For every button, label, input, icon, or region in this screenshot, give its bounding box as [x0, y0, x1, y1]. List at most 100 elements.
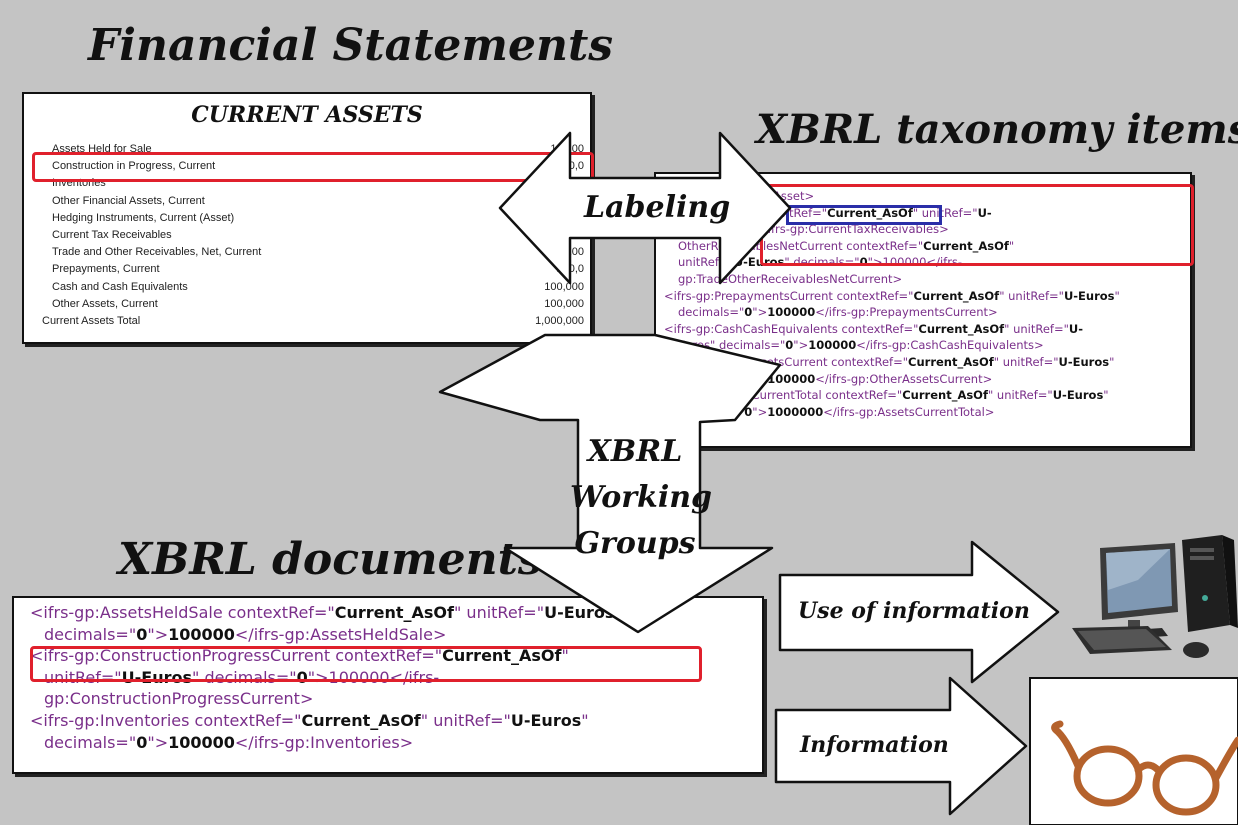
- code-value: Current_AsOf: [918, 321, 1005, 336]
- construction-row-highlight: [32, 152, 594, 182]
- financial-statements-title: Financial Statements: [88, 20, 614, 71]
- code-markup: <ifrs-gp:ConstructionProgressCurrent con…: [30, 646, 443, 666]
- code-markup: gp:TradeOtherReceivablesNetCurrent>: [678, 271, 903, 286]
- use-of-information-label: Use of information: [798, 598, 1030, 624]
- labeling-label: Labeling: [584, 190, 731, 225]
- code-markup: ">: [793, 338, 809, 353]
- taxonomy-code-line: gp:TradeOtherReceivablesNetCurrent>: [664, 271, 1120, 288]
- code-value: Current_AsOf: [827, 205, 913, 220]
- row-label: Hedging Instruments, Current (Asset): [52, 211, 235, 224]
- code-markup: <ifrs-gp:CashCashEquivalents contextRef=…: [664, 321, 919, 336]
- current-assets-total-row: Current Assets Total 1,000,000: [24, 314, 590, 331]
- xbrl-documents-title: XBRL documents: [118, 534, 543, 585]
- document-code-line: unitRef="U-Euros" decimals="0">100000</i…: [30, 667, 622, 689]
- working-groups-label-line1: XBRL: [587, 434, 683, 469]
- taxonomy-code-line: <ifrs-gp:CashCashEquivalents contextRef=…: [664, 321, 1120, 338]
- use-of-information-arrow: [778, 540, 1060, 684]
- working-groups-label-line2: Working: [570, 480, 713, 515]
- code-value: 0: [136, 624, 148, 644]
- code-value: Current_AsOf: [913, 288, 1000, 303]
- code-markup: ">: [147, 624, 169, 644]
- code-markup: " unitRef=": [993, 354, 1059, 369]
- code-markup: </ifrs-gp:CashCashEquivalents>: [856, 338, 1044, 353]
- code-markup: </ifrs-gp:OtherAssetsCurrent>: [815, 371, 993, 386]
- code-markup: " unitRef=": [1004, 321, 1069, 336]
- code-value: U-Euros: [121, 667, 192, 687]
- taxonomy-term-highlight: [786, 205, 942, 225]
- code-value: U-: [1068, 321, 1084, 336]
- code-value: Current_AsOf: [902, 388, 988, 403]
- code-value: Current_AsOf: [908, 354, 994, 369]
- code-value: 0: [744, 404, 753, 419]
- row-label: Prepayments, Current: [52, 263, 160, 276]
- code-value: 0: [296, 667, 308, 687]
- code-markup: <ifrs-gp:PrepaymentsCurrent contextRef=": [664, 288, 914, 303]
- code-markup: </ifrs-gp:AssetsCurrentTotal>: [823, 404, 995, 419]
- code-value: 0: [744, 305, 753, 320]
- code-value: U-Euros: [544, 603, 615, 622]
- code-markup: " unitRef=": [453, 603, 545, 622]
- taxonomy-code-line: Euros" decimals="0">100000</ifrs-gp:Cash…: [664, 337, 1120, 354]
- code-markup: " unitRef=": [987, 388, 1053, 403]
- document-code-line: <ifrs-gp:ConstructionProgressCurrent con…: [30, 645, 622, 667]
- code-value: Current_AsOf: [442, 646, 562, 666]
- labeling-double-arrow: [498, 131, 792, 285]
- row-label: Other Financial Assets, Current: [52, 194, 205, 207]
- code-markup: ">: [147, 732, 169, 752]
- code-markup: ": [1114, 288, 1120, 303]
- code-value: U-Euros: [1052, 388, 1104, 403]
- glasses-icon: [1051, 720, 1238, 816]
- code-markup: decimals=": [44, 624, 137, 644]
- document-line-highlight: [30, 646, 702, 682]
- code-value: Current_AsOf: [334, 603, 454, 622]
- row-label: Trade and Other Receivables, Net, Curren…: [52, 246, 262, 259]
- code-value: 0: [859, 255, 868, 270]
- code-markup: " decimals=": [192, 667, 297, 687]
- code-value: 100000: [168, 732, 235, 752]
- code-markup: ": [581, 710, 589, 730]
- code-markup: " unitRef=": [420, 710, 511, 730]
- taxonomy-code-line: decimals="0">100000</ifrs-gp:Prepayments…: [664, 304, 1120, 321]
- information-arrow: [774, 676, 1028, 816]
- total-label: Current Assets Total: [42, 315, 141, 327]
- row-label: Construction in Progress, Current: [52, 160, 216, 173]
- code-markup: </ifrs-gp:Inventories>: [234, 732, 414, 752]
- code-markup: <ifrs-gp:Inventories contextRef=": [30, 710, 302, 730]
- code-markup: ">: [752, 305, 768, 320]
- code-value: 0: [136, 732, 148, 752]
- document-code-line: gp:ConstructionProgressCurrent>: [30, 688, 622, 710]
- total-value: 1,000,000: [535, 315, 584, 327]
- code-markup: ": [1103, 388, 1109, 403]
- code-markup: " unitRef=": [912, 205, 978, 220]
- document-code-line: decimals="0">100000</ifrs-gp:Inventories…: [30, 732, 622, 754]
- code-markup: unitRef=": [44, 667, 122, 687]
- glasses-picture-frame: [1029, 677, 1238, 825]
- code-value: Current_AsOf: [923, 238, 1009, 253]
- code-markup: decimals=": [44, 732, 137, 752]
- code-markup: ": [1109, 354, 1115, 369]
- taxonomy-code-line: <ifrs-gp:PrepaymentsCurrent contextRef="…: [664, 288, 1120, 305]
- row-label: Current Tax Receivables: [52, 229, 172, 241]
- code-markup: ">100000</ifrs-: [307, 667, 440, 687]
- code-value: U-Euros: [510, 710, 582, 730]
- code-markup: ">: [752, 404, 768, 419]
- code-value: U-Euros: [1058, 354, 1110, 369]
- code-markup: </ifrs-gp:PrepaymentsCurrent>: [815, 305, 998, 320]
- working-groups-down-arrow: [438, 333, 782, 634]
- code-markup: gp:ConstructionProgressCurrent>: [44, 689, 314, 709]
- code-value: 1000000: [767, 404, 824, 419]
- document-code-line: decimals="0">100000</ifrs-gp:AssetsHeldS…: [30, 624, 622, 646]
- xbrl-taxonomy-title: XBRL taxonomy items: [756, 106, 1238, 153]
- code-markup: <ifrs-gp:AssetsHeldSale contextRef=": [30, 603, 335, 622]
- document-code-line: <ifrs-gp:Inventories contextRef="Current…: [30, 710, 622, 732]
- current-assets-heading: CURRENT ASSETS: [191, 102, 423, 128]
- code-value: 100000: [168, 624, 235, 644]
- working-groups-label-line3: Groups: [574, 526, 696, 561]
- code-value: 0: [785, 338, 794, 353]
- code-markup: ": [561, 646, 569, 666]
- code-markup: " unitRef=": [999, 288, 1064, 303]
